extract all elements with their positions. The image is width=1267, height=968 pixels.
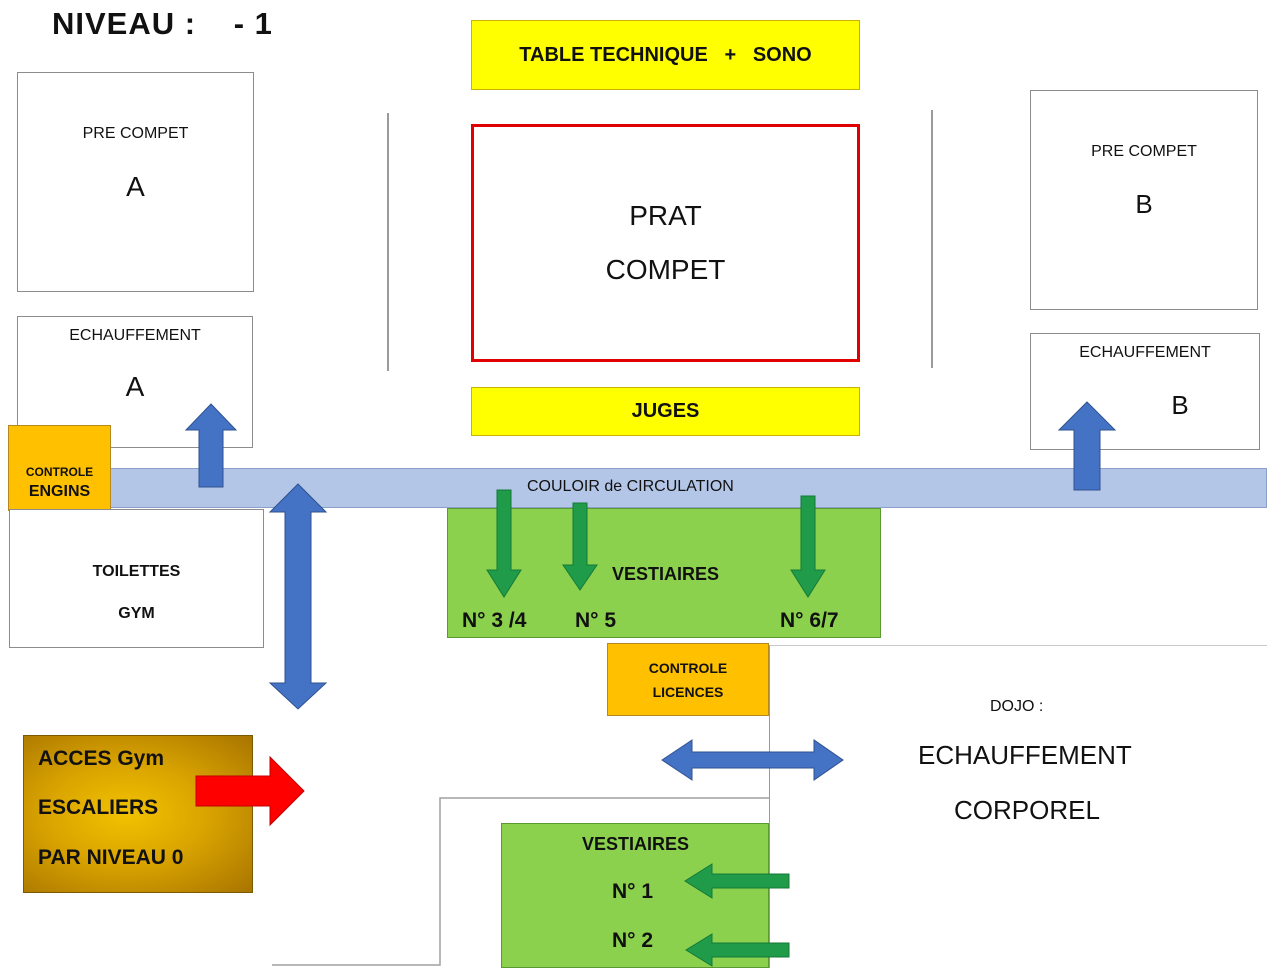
- gym-access-line1: ACCES Gym: [38, 747, 165, 770]
- arrow-to-room-6-7: [790, 495, 826, 598]
- changing-room-6-7: N° 6/7: [780, 609, 839, 632]
- toilets-line1: TOILETTES: [92, 563, 181, 580]
- competition-floor-line2: COMPET: [605, 254, 726, 285]
- dojo: DOJO : ECHAUFFEMENT CORPOREL: [769, 645, 1267, 968]
- pre-compet-b: PRE COMPET B: [1030, 90, 1258, 310]
- competition-floor-line1: PRAT: [629, 200, 702, 231]
- technical-table: TABLE TECHNIQUE + SONO: [471, 20, 860, 90]
- license-control: CONTROLE LICENCES: [607, 643, 769, 716]
- arrow-horizontal-double: [661, 739, 844, 781]
- pre-compet-b-label: PRE COMPET: [1091, 143, 1197, 160]
- pre-compet-a-letter: A: [126, 171, 145, 202]
- dojo-line2: CORPOREL: [954, 795, 1100, 825]
- changing-room-2: N° 2: [612, 929, 654, 952]
- judges-table: JUGES: [471, 387, 860, 436]
- dojo-label: DOJO :: [990, 698, 1044, 715]
- level-label: NIVEAU :: [52, 6, 197, 41]
- arrow-to-room-2: [685, 933, 790, 967]
- arrow-to-room-1: [684, 863, 790, 899]
- pre-compet-a: PRE COMPET A: [17, 72, 254, 292]
- warmup-b-label: ECHAUFFEMENT: [1079, 344, 1211, 361]
- license-control-line2: LICENCES: [652, 683, 724, 700]
- equipment-control-line2: ENGINS: [28, 483, 91, 500]
- technical-table-label: TABLE TECHNIQUE + SONO: [519, 43, 812, 66]
- changing-room-3-4: N° 3 /4: [462, 609, 527, 632]
- corridor-label: COULOIR de CIRCULATION: [527, 478, 734, 495]
- arrow-gym-access: [195, 755, 305, 827]
- warmup-a-letter: A: [125, 371, 145, 402]
- arrow-to-warmup-a: [184, 403, 238, 488]
- gym-access-stairs: ACCES Gym ESCALIERS PAR NIVEAU 0: [23, 735, 253, 893]
- gym-access-line3: PAR NIVEAU 0: [38, 846, 184, 869]
- level-title: NIVEAU : - 1: [52, 6, 273, 42]
- equipment-control-line1: CONTROLE: [25, 465, 94, 479]
- dojo-line1: ECHAUFFEMENT: [918, 740, 1132, 770]
- arrow-vertical-double: [268, 483, 328, 710]
- wall-line: [272, 797, 770, 966]
- pre-compet-b-letter: B: [1135, 189, 1153, 219]
- toilets-line2: GYM: [118, 605, 155, 622]
- warmup-a-label: ECHAUFFEMENT: [69, 327, 201, 344]
- level-value: - 1: [233, 6, 273, 41]
- changing-rooms-top-label: VESTIAIRES: [612, 564, 720, 584]
- divider-right: [931, 110, 933, 368]
- equipment-control: CONTROLE ENGINS: [8, 425, 111, 511]
- arrow-to-warmup-b: [1057, 401, 1117, 491]
- license-control-line1: CONTROLE: [648, 659, 728, 676]
- arrow-to-room-3-4: [486, 489, 522, 598]
- gym-access-line2: ESCALIERS: [38, 796, 159, 819]
- pre-compet-a-label: PRE COMPET: [82, 125, 189, 142]
- changing-rooms-bottom-label: VESTIAIRES: [582, 834, 690, 854]
- changing-room-5: N° 5: [575, 609, 617, 632]
- divider-left: [387, 113, 389, 371]
- arrow-to-room-5: [562, 502, 598, 591]
- toilets-gym: TOILETTES GYM: [9, 509, 264, 648]
- changing-room-1: N° 1: [612, 880, 654, 903]
- competition-floor: PRAT COMPET: [471, 124, 860, 362]
- warmup-b-letter: B: [1171, 390, 1189, 420]
- judges-label: JUGES: [631, 400, 700, 422]
